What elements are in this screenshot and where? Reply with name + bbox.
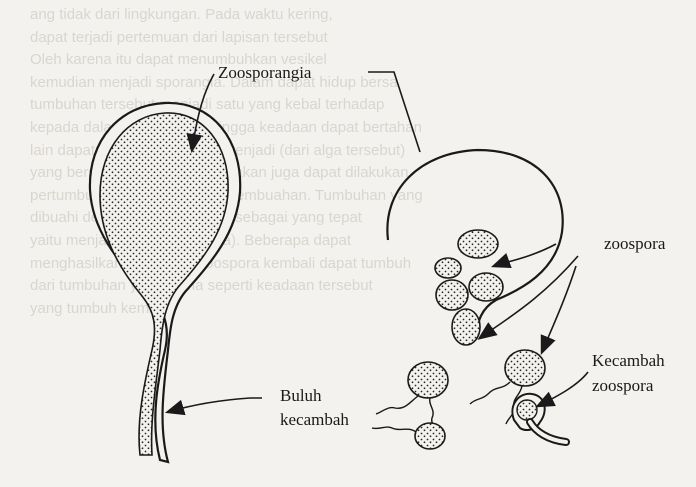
label-kecambah-zoospora-line2: zoospora <box>592 376 653 396</box>
zoospora-leader-free <box>542 266 576 352</box>
zoosporangia-leader-right <box>368 72 420 152</box>
zoospore-cluster <box>435 230 503 345</box>
buluh-leader <box>168 398 262 412</box>
label-kecambah: kecambah <box>280 410 349 430</box>
zoospora-leader-cluster <box>494 244 556 266</box>
label-buluh: Buluh <box>280 386 322 406</box>
label-zoosporangia: Zoosporangia <box>218 63 311 83</box>
label-zoospora: zoospora <box>604 234 665 254</box>
sporangium-cytoplasm <box>100 113 228 455</box>
kecambah-leader <box>538 372 588 406</box>
germinating-zoospore <box>512 394 566 442</box>
label-kecambah-zoospora-line1: Kecambah <box>592 351 665 371</box>
free-zoospore-bottom <box>372 423 445 449</box>
